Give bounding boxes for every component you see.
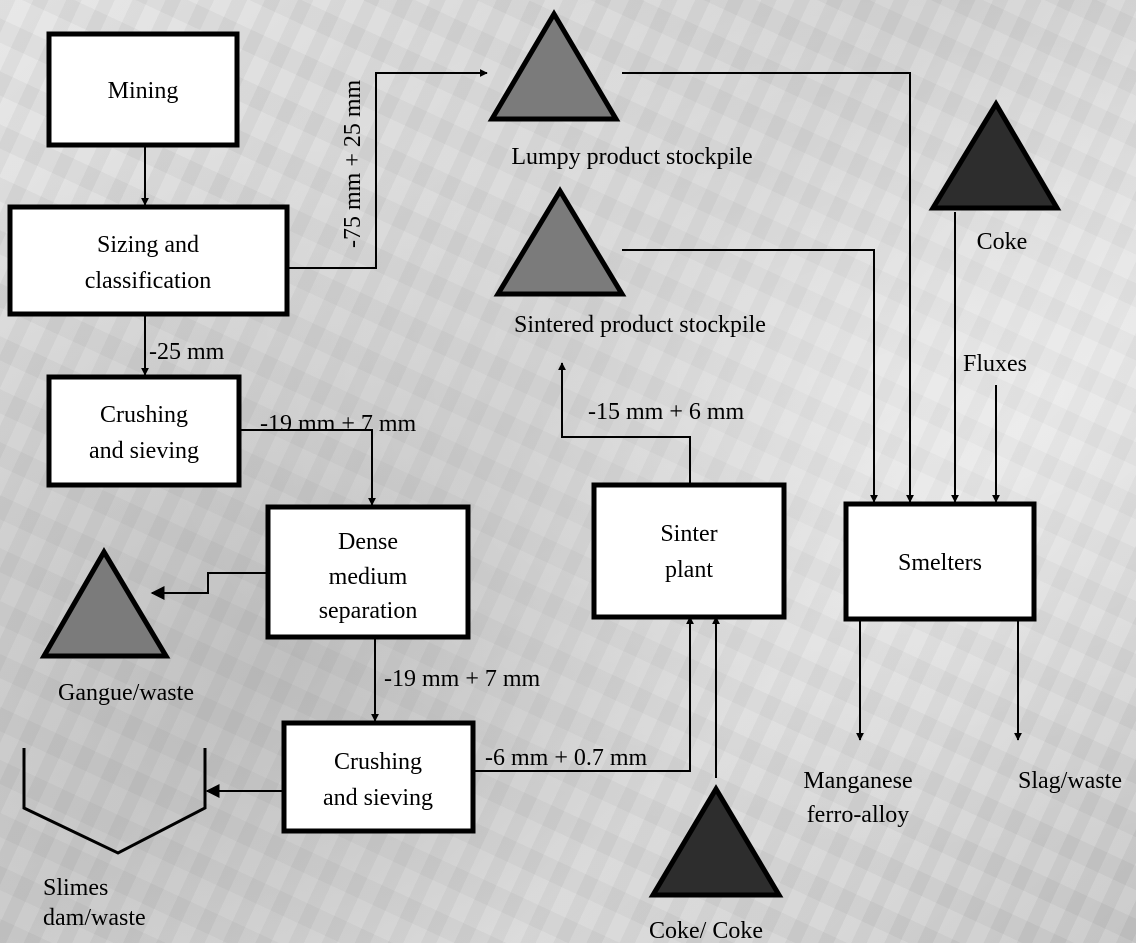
stockpile-coke-top-triangle	[928, 99, 1062, 211]
arrow-sizing-to-lumpy	[287, 69, 488, 269]
box-crushing1-label-1: Crushing	[100, 402, 188, 428]
label-19-7mm-a: -19 mm + 7 mm	[260, 411, 417, 437]
slimes-dam-label-1: Slimes	[43, 875, 108, 901]
stockpile-sintered: Sintered product stockpile	[493, 186, 766, 338]
box-smelters-label: Smelters	[898, 550, 982, 576]
label-6-07mm: -6 mm + 0.7 mm	[485, 745, 648, 771]
label-19-7mm-b: -19 mm + 7 mm	[384, 666, 541, 692]
stockpile-gangue: Gangue/waste	[39, 547, 194, 706]
slimes-dam-label-2: dam/waste	[43, 905, 146, 931]
box-dense-label-2: medium	[329, 564, 408, 590]
box-dense-label-3: separation	[319, 598, 418, 624]
stockpile-coke-bottom-label: Coke/ Coke	[649, 918, 763, 943]
box-sizing-classification: Sizing and classification	[7, 204, 290, 317]
stockpile-coke-top: Coke	[928, 99, 1062, 255]
box-sinter-label-1: Sinter	[660, 521, 717, 547]
stockpile-sintered-triangle	[493, 186, 627, 297]
label-lump-size: -75 mm + 25 mm	[340, 79, 366, 248]
box-smelters: Smelters	[843, 501, 1037, 622]
label-15-6mm: -15 mm + 6 mm	[588, 399, 745, 425]
arrow-sintered-to-smelters	[622, 249, 878, 503]
stockpile-coke-bottom: Coke/ Coke	[648, 784, 784, 943]
arrow-crushing-to-dense	[239, 429, 376, 506]
box-sinter-label-2: plant	[665, 557, 713, 583]
stockpile-gangue-label: Gangue/waste	[58, 680, 194, 706]
arrow-dense-to-gangue	[150, 572, 268, 600]
arrow-sinter-to-stockpile	[558, 362, 691, 483]
stockpile-lumpy-label: Lumpy product stockpile	[511, 144, 752, 170]
label-fluxes: Fluxes	[963, 351, 1027, 377]
output-manganese-1: Manganese	[803, 768, 912, 794]
box-mining-label: Mining	[108, 78, 179, 104]
output-slag: Slag/waste	[1018, 768, 1122, 794]
arrow-lumpy-to-smelters	[622, 72, 914, 503]
box-sinter-plant: Sinter plant	[591, 482, 787, 620]
box-mining: Mining	[46, 31, 240, 148]
box-dense-label-1: Dense	[338, 529, 398, 555]
box-crushing1-label-2: and sieving	[89, 438, 199, 464]
box-crushing-sieving-1: Crushing and sieving	[46, 374, 242, 488]
stockpile-lumpy: Lumpy product stockpile	[487, 9, 753, 170]
stockpile-sintered-label: Sintered product stockpile	[514, 312, 766, 338]
stockpile-coke-bottom-triangle	[648, 784, 784, 898]
stockpile-coke-top-label: Coke	[977, 229, 1028, 255]
slimes-dam-shape	[22, 748, 207, 855]
box-dense-medium-separation: Dense medium separation	[265, 504, 471, 640]
box-sizing-label-1: Sizing and	[97, 232, 199, 258]
slimes-dam: Slimes dam/waste	[22, 748, 207, 931]
box-sizing-label-2: classification	[85, 268, 212, 294]
output-manganese-2: ferro-alloy	[807, 802, 910, 828]
box-crushing2-label-2: and sieving	[323, 785, 433, 811]
stockpile-gangue-triangle	[39, 547, 171, 659]
label-minus-25mm: -25 mm	[149, 339, 225, 365]
arrow-crushing2-to-sinter	[473, 616, 694, 772]
stockpile-lumpy-triangle	[487, 9, 621, 122]
box-crushing2-label-1: Crushing	[334, 749, 422, 775]
connectors	[141, 69, 1022, 798]
box-crushing-sieving-2: Crushing and sieving	[281, 720, 476, 834]
